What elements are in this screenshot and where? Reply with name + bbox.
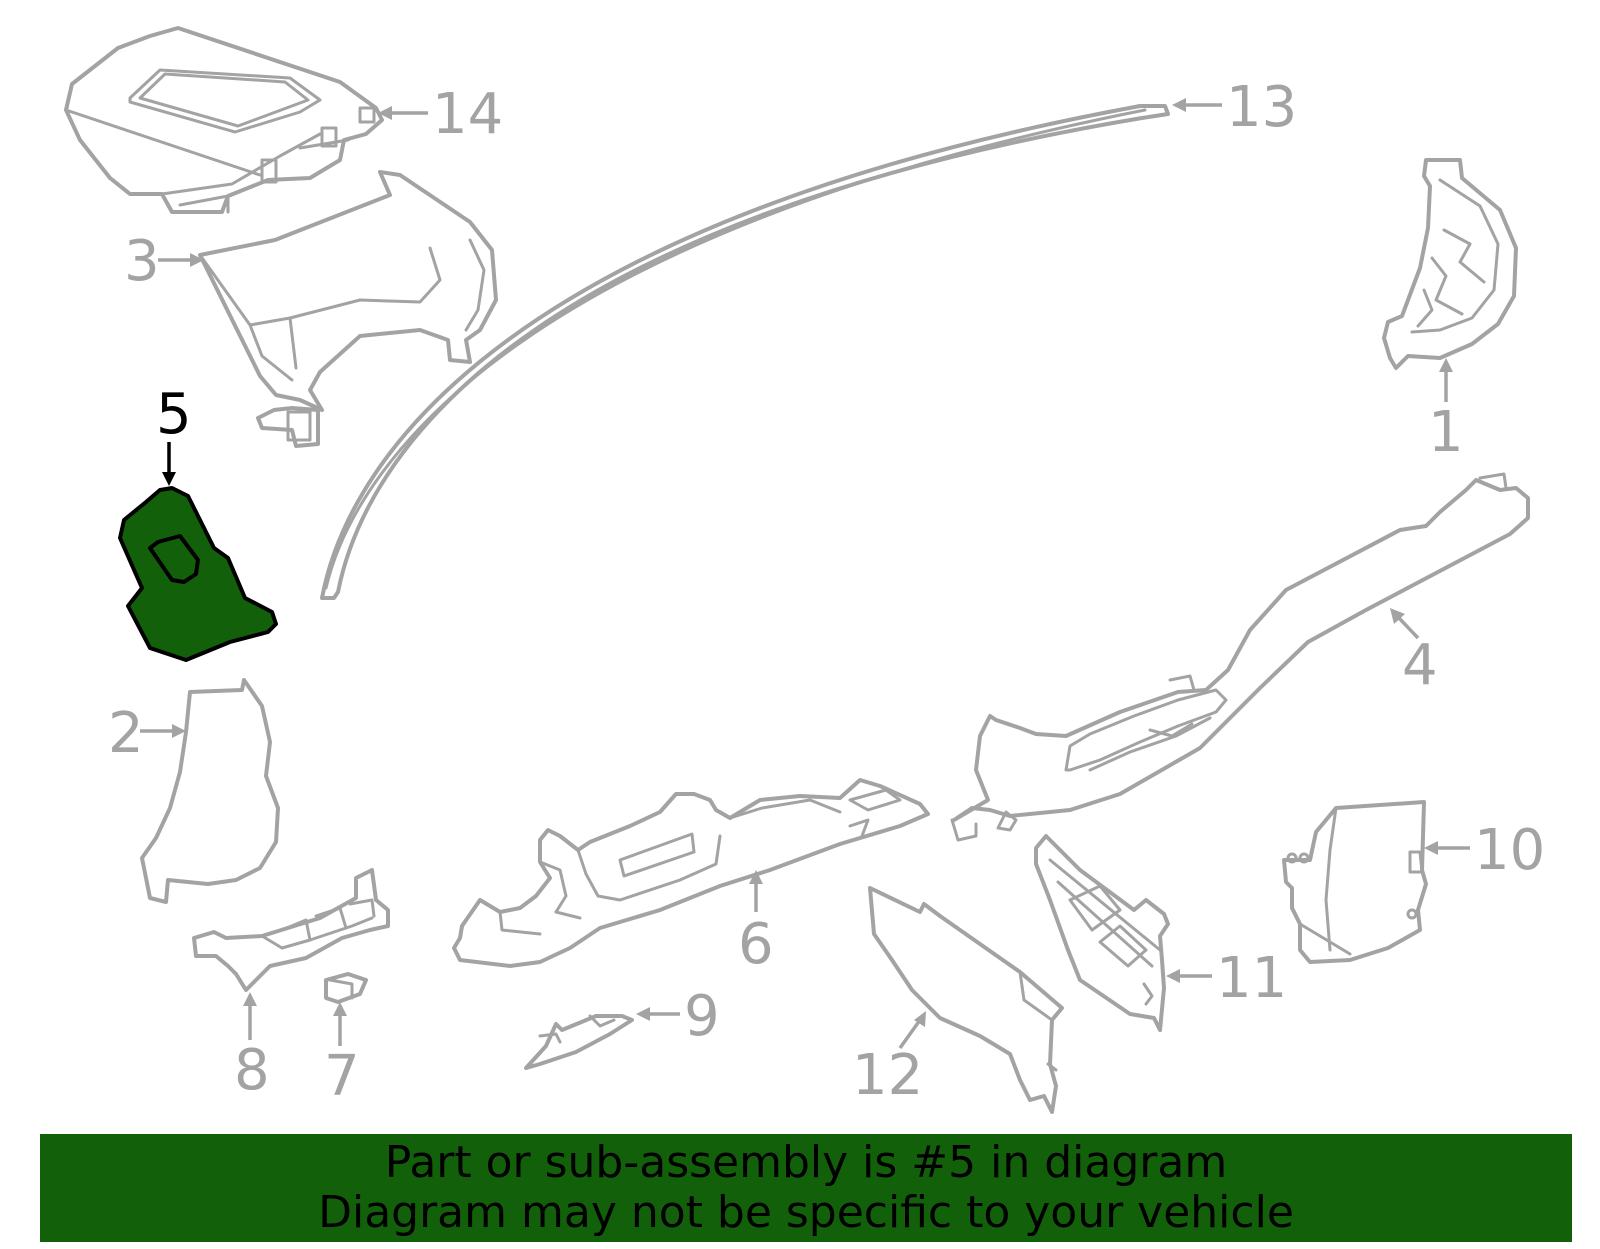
part-8-bracket — [192, 868, 390, 992]
callout-1: 1 — [1428, 358, 1464, 465]
callout-13: 13 — [1172, 75, 1297, 140]
callout-10: 10 — [1424, 818, 1545, 883]
part-14-console-housing — [64, 26, 384, 214]
part-12-side-panel — [868, 886, 1064, 1114]
callout-2: 2 — [108, 701, 186, 766]
banner-line-2: Diagram may not be specific to your vehi… — [318, 1187, 1294, 1238]
part-1-side-panel — [1382, 158, 1518, 370]
part-10-knee-panel — [1282, 800, 1428, 964]
callout-9: 9 — [636, 984, 720, 1049]
part-5-highlighted-bracket — [118, 486, 278, 662]
svg-text:13: 13 — [1226, 75, 1297, 140]
svg-text:7: 7 — [324, 1044, 360, 1109]
callout-3: 3 — [124, 229, 204, 294]
svg-text:10: 10 — [1474, 818, 1545, 883]
svg-text:9: 9 — [684, 984, 720, 1049]
part-6-dash-bracket — [452, 778, 930, 968]
svg-text:8: 8 — [234, 1038, 270, 1103]
callout-4: 4 — [1390, 608, 1438, 698]
info-banner: Part or sub-assembly is #5 in diagram Di… — [40, 1134, 1572, 1242]
svg-text:6: 6 — [738, 912, 774, 977]
svg-text:2: 2 — [108, 701, 144, 766]
part-4-lower-rail — [950, 472, 1530, 842]
part-2-side-cover — [140, 678, 280, 904]
svg-text:12: 12 — [852, 1043, 923, 1108]
svg-text:1: 1 — [1428, 400, 1464, 465]
callout-14: 14 — [378, 82, 503, 147]
callout-6: 6 — [738, 870, 774, 977]
callout-7: 7 — [324, 1002, 360, 1109]
svg-text:3: 3 — [124, 229, 160, 294]
callout-12: 12 — [852, 1011, 926, 1108]
part-7-clip — [324, 972, 368, 1004]
svg-text:5: 5 — [156, 382, 192, 447]
callout-11: 11 — [1166, 946, 1287, 1011]
part-3-column-cover — [198, 170, 498, 448]
part-9-trim — [524, 1014, 634, 1070]
part-11-side-bracket — [1034, 834, 1170, 1032]
banner-line-1: Part or sub-assembly is #5 in diagram — [384, 1137, 1228, 1188]
callout-8: 8 — [234, 992, 270, 1103]
callout-5: 5 — [156, 382, 192, 486]
svg-text:11: 11 — [1216, 946, 1287, 1011]
svg-text:4: 4 — [1402, 633, 1438, 698]
svg-text:14: 14 — [432, 82, 503, 147]
part-13-trim-molding — [320, 104, 1170, 600]
